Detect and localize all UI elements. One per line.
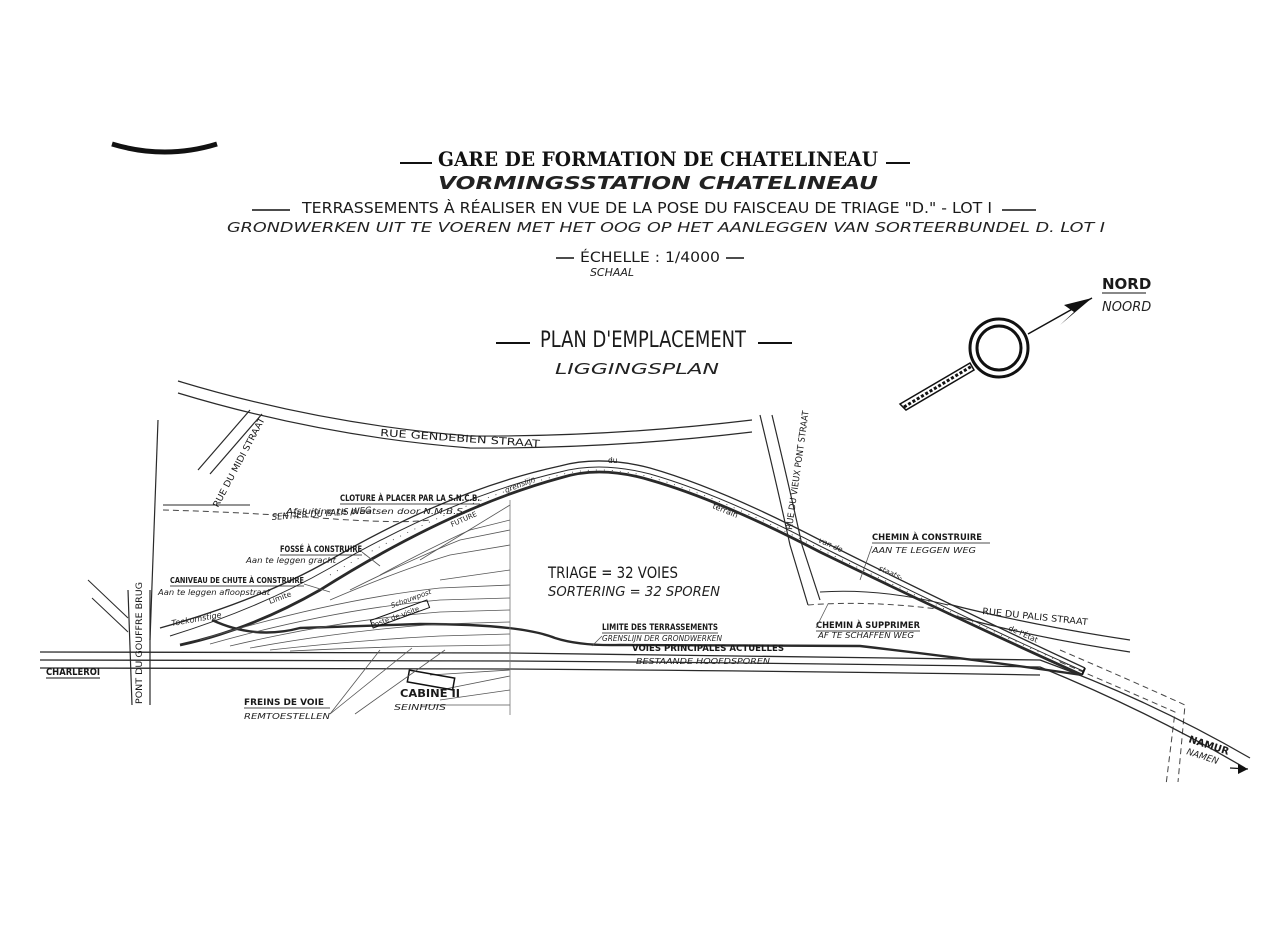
north-label-nl: NOORD	[1102, 300, 1151, 315]
label-staats: staats-	[877, 564, 904, 583]
label-freins-nl: REMTOESTELLEN	[244, 712, 330, 721]
label-limite-terrassements-nl: GRENSLIJN DER GRONDWERKEN	[602, 634, 722, 643]
plan-title-nl: LIGGINGSPLAN	[555, 360, 719, 378]
title-fr-line2: TERRASSEMENTS À RÉALISER EN VUE DE LA PO…	[301, 198, 992, 217]
label-cabine-nl: SEINHUIS	[394, 703, 446, 712]
label-limite-terrassements: LIMITE DES TERRASSEMENTS	[602, 623, 718, 633]
corner-arc-mark	[111, 141, 218, 155]
place-charleroi: CHARLEROI	[46, 667, 100, 678]
label-chemin-supprimer-nl: AF TE SCHAFFEN WEG	[817, 631, 914, 640]
bridge-gouffre: PONT DU GOUFFRE BRUG	[135, 582, 145, 704]
label-cloture-nl: Afsluiting te plaatsen door N.M.B.S.	[285, 507, 466, 516]
label-voies-principales-nl: BESTAANDE HOOFDSPOREN	[636, 657, 770, 666]
label-freins: FREINS DE VOIE	[244, 698, 324, 708]
label-triage-nl: SORTERING = 32 SPOREN	[548, 585, 720, 600]
label-chemin-supprimer: CHEMIN À SUPPRIMER	[816, 619, 920, 631]
title-block: GARE DE FORMATION DE CHATELINEAU VORMING…	[227, 147, 1105, 279]
label-voies-principales: VOIES PRINCIPALES ACTUELLES	[632, 644, 784, 654]
plan-title: PLAN D'EMPLACEMENT LIGGINGSPLAN	[496, 328, 792, 378]
title-nl-line1: VORMINGSSTATION CHATELINEAU	[438, 173, 878, 194]
label-fosse: FOSSÉ À CONSTRUIRE	[280, 543, 362, 555]
label-chemin-construire-nl: AAN TE LEGGEN WEG	[871, 546, 977, 555]
plan-title-fr: PLAN D'EMPLACEMENT	[540, 328, 746, 353]
label-toekomstige: Toekomstige	[171, 610, 222, 628]
labels: RUE GENDEBIEN STRAAT RUE DU MIDI STRAAT …	[46, 410, 1231, 767]
street-palis: RUE DU PALIS STRAAT	[982, 607, 1089, 628]
label-cloture: CLOTURE À PLACER PAR LA S.N.C.B.	[340, 492, 480, 504]
title-nl-line2: GRONDWERKEN UIT TE VOEREN MET HET OOG OP…	[227, 220, 1105, 236]
label-caniveau: CANIVEAU DE CHUTE À CONSTRUIRE	[170, 574, 304, 585]
scale-label-nl: SCHAAL	[590, 266, 634, 279]
title-fr-line1: GARE DE FORMATION DE CHATELINEAU	[438, 147, 878, 171]
street-vieux-pont: RUE DU VIEUX PONT STRAAT	[785, 410, 812, 531]
north-label: NORD	[1102, 275, 1151, 293]
label-limite: Limite	[268, 589, 293, 606]
label-cabine: CABINE II	[400, 687, 460, 700]
label-chemin-construire: CHEMIN À CONSTRUIRE	[872, 531, 982, 543]
railway	[39, 460, 1251, 774]
scale-label: ÉCHELLE : 1/4000	[580, 249, 720, 266]
label-fosse-nl: Aan te leggen gracht	[245, 556, 337, 565]
label-du: du	[608, 456, 618, 465]
north-arrow: NORD NOORD	[898, 275, 1151, 411]
label-caniveau-nl: Aan te leggen afloopstraat	[157, 588, 271, 597]
label-terrain: terrain	[711, 502, 739, 520]
label-triage: TRIAGE = 32 VOIES	[547, 563, 678, 582]
